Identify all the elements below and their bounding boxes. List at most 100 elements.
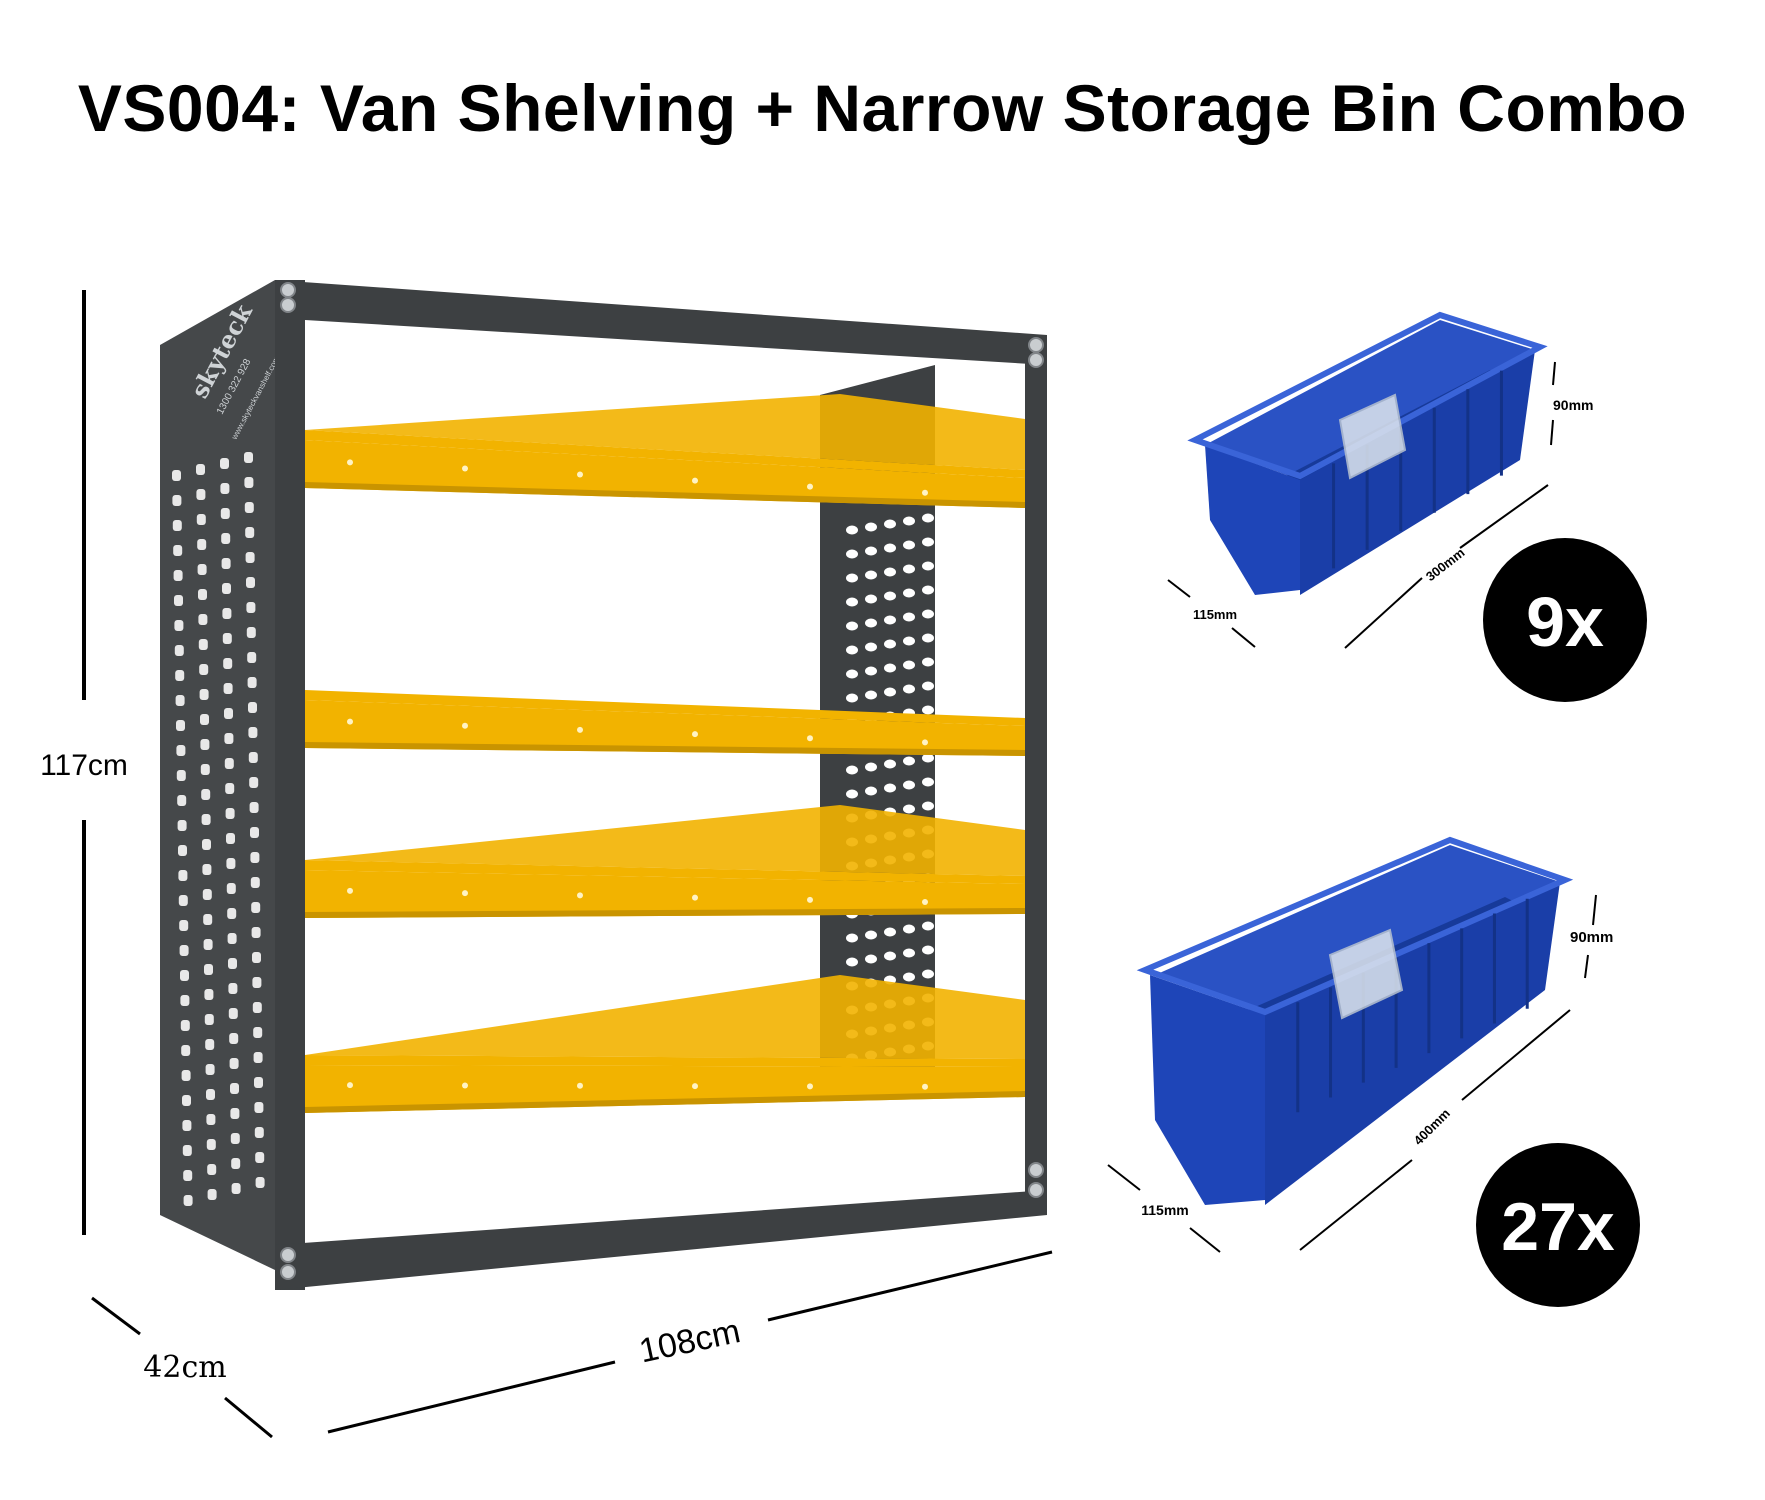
shelf-hole (922, 739, 928, 746)
side-panel-hole (204, 1014, 214, 1025)
side-panel-hole (174, 595, 183, 606)
side-panel-hole (198, 639, 208, 650)
back-panel-hole (922, 945, 934, 955)
back-panel-hole (846, 789, 858, 799)
bin2-quantity-label: 27x (1501, 1189, 1615, 1265)
side-panel-hole (207, 1164, 217, 1175)
shelf-front-lip (305, 870, 1025, 918)
side-panel-hole (225, 808, 235, 819)
back-panel-hole (922, 609, 934, 619)
bolt (280, 282, 296, 298)
width-label: 108cm (636, 1312, 744, 1370)
back-panel-hole (865, 594, 877, 604)
bin1-width-label: 115mm (1193, 607, 1237, 622)
shelf-lip-shadow (305, 908, 1025, 918)
frame-bottom-rail (275, 1190, 1047, 1290)
bin2-width-line-top (1107, 1164, 1141, 1191)
side-panel-hole (182, 1145, 192, 1156)
side-panel-hole (176, 720, 185, 731)
bin1-length-line-top (1459, 484, 1549, 549)
shelf-hole (692, 731, 698, 738)
back-panel-hole (846, 597, 858, 607)
side-panel-hole (253, 1052, 263, 1063)
back-panel-hole (922, 921, 934, 931)
side-panel-hole (223, 658, 233, 669)
side-panel-hole (244, 452, 253, 463)
shelf-surface (305, 430, 1025, 478)
side-panel-hole (247, 652, 257, 663)
back-panel-hole (941, 534, 953, 544)
side-panel-hole (220, 483, 230, 494)
side-panel-hole (202, 839, 211, 850)
side-panel-hole (225, 783, 235, 794)
shelf-hole (807, 483, 813, 490)
back-panel-hole (884, 519, 896, 529)
side-panel-hole (246, 602, 256, 613)
side-panel-hole (182, 1120, 192, 1131)
side-panel-hole (200, 739, 210, 750)
side-panel-hole (254, 1077, 263, 1088)
bin-rim (1187, 311, 1548, 480)
depth-label: 42cm (143, 1350, 226, 1385)
back-panel-hole (884, 615, 896, 625)
side-panel-hole (204, 989, 214, 1000)
side-panel-hole (196, 464, 205, 475)
back-panel-hole (941, 630, 953, 640)
shelf-hole (462, 1082, 468, 1089)
van-shelving-unit: skyteck 1300 322 928 www.skyteckvanshelf… (160, 280, 1047, 1290)
bin2-height-line-bottom (1584, 954, 1589, 979)
side-panel-hole (254, 1127, 264, 1138)
bin-side-face (1300, 350, 1535, 595)
back-panel-hole (884, 927, 896, 937)
side-panel-hole (175, 670, 185, 681)
side-panel-hole (228, 958, 237, 969)
frame-bolts (280, 282, 1044, 1280)
side-panel-hole (202, 889, 212, 900)
side-panel-hole (250, 852, 260, 863)
bin2-quantity-circle (1476, 1143, 1640, 1307)
bin-divider (1338, 393, 1407, 480)
back-panel-hole (941, 702, 953, 712)
back-panel-hole (903, 948, 915, 958)
back-panel-hole (941, 966, 953, 976)
side-panel-hole (250, 827, 259, 838)
back-panel-hole (884, 591, 896, 601)
bin2-height-line-top (1592, 894, 1597, 926)
back-panel-hole (903, 612, 915, 622)
shelf-hole (807, 735, 813, 742)
back-panel-hole (922, 801, 934, 811)
side-panel-hole (178, 870, 188, 881)
side-panel-hole (228, 983, 238, 994)
shelf (305, 975, 1025, 1113)
shelf (305, 690, 1025, 756)
side-panel-hole (181, 1045, 191, 1056)
shelf-surface (305, 690, 1025, 726)
shelf-hole (577, 726, 583, 733)
back-panel-hole (884, 663, 896, 673)
side-panel-hole (175, 695, 185, 706)
back-panel-hole (865, 642, 877, 652)
side-panel-hole (178, 845, 187, 856)
back-panel-hole (846, 957, 858, 967)
back-panel-hole (903, 564, 915, 574)
back-panel-hole (922, 561, 934, 571)
back-panel-hole (922, 705, 934, 715)
side-panel-hole (178, 895, 188, 906)
back-panel-hole (941, 942, 953, 952)
back-panel-hole (922, 753, 934, 763)
bolt (1028, 1162, 1044, 1178)
shelves (305, 394, 1025, 1113)
back-panel-hole (903, 660, 915, 670)
side-panel-hole (252, 1002, 262, 1013)
bolt (1028, 1182, 1044, 1198)
storage-bin-400mm (1136, 836, 1574, 1205)
bin2-width-line-bottom (1189, 1227, 1221, 1253)
back-panel-hole (846, 549, 858, 559)
back-panel-hole (922, 513, 934, 523)
back-panel-hole (922, 633, 934, 643)
side-panel-hole (254, 1102, 264, 1113)
side-panel-hole (252, 952, 261, 963)
side-panel-hole (180, 995, 190, 1006)
back-panel-hole (922, 777, 934, 787)
side-panel-hole (227, 933, 237, 944)
